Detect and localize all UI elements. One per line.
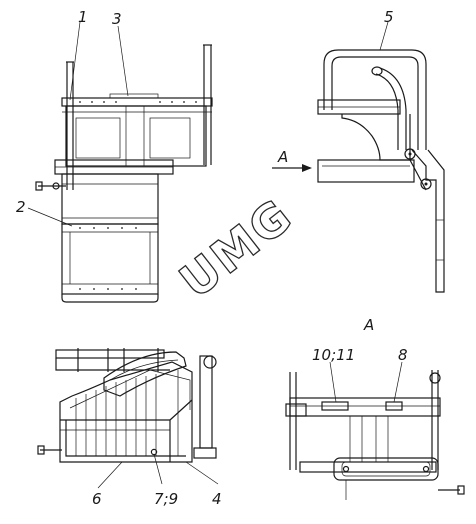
view-arrow-label: A	[277, 148, 288, 166]
callout-6: 6	[92, 490, 102, 508]
watermark-logo: UMG	[170, 188, 303, 309]
side-view	[272, 21, 445, 293]
isometric-view	[37, 348, 219, 489]
callout-3: 3	[112, 10, 122, 28]
rivet-row-top	[79, 101, 197, 103]
front-view	[27, 21, 213, 303]
view-a	[285, 361, 465, 500]
cage-bars	[75, 370, 179, 456]
callout-labels: 1 3 2 5 A A 10;11 8 6 7;9 4	[16, 8, 408, 508]
callout-10-11: 10;11	[312, 346, 355, 364]
callout-7-9: 7;9	[154, 490, 178, 508]
callout-2: 2	[16, 198, 26, 216]
callout-5: 5	[384, 8, 394, 26]
callout-4: 4	[212, 490, 222, 508]
callout-1: 1	[78, 8, 88, 26]
view-title: A	[363, 316, 374, 334]
callout-8: 8	[398, 346, 408, 364]
rivet-row-bottom	[79, 227, 137, 290]
